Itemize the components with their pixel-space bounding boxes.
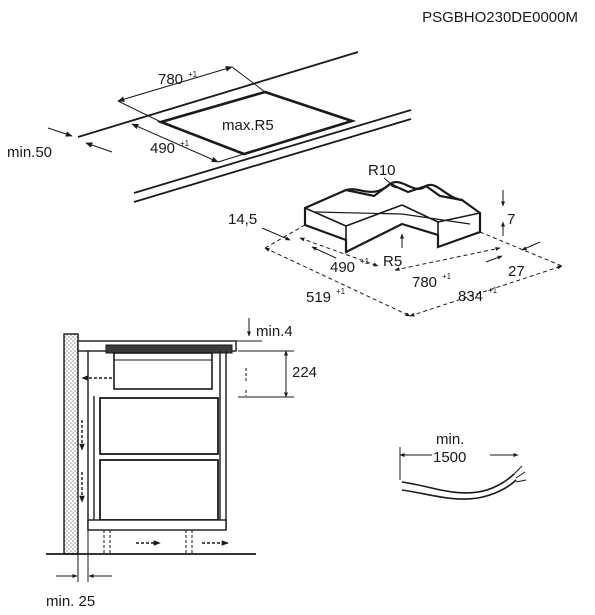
hob-body [113,352,213,390]
worktop-cutout-view: 780 +1 490 +1 max.R5 min.50 [7,51,412,203]
frame-outer-depth-tolerance: +1 [336,287,346,296]
frame-inner-depth-tolerance: +1 [360,257,370,266]
worktop-back-edge [77,51,359,138]
edge-arrow-in [47,127,73,137]
worktop-front-edge-upper [133,109,412,194]
frame-break-line [345,181,463,202]
hob-glass [105,344,233,354]
frame-rebate-view: R10 7 14,5 27 R5 490 +1 780 +1 519 +1 83… [228,162,563,317]
edge-arrow-out [85,142,113,153]
frame-rebate-width-label: 14,5 [228,211,257,228]
frame-outer-width-tolerance: +1 [488,286,498,295]
cable-label-line2: 1500 [433,449,466,466]
frame-inner-width-label: 780 [412,274,437,291]
cutout-width-dim-line [117,66,233,102]
cutout-radius-label: max.R5 [222,117,274,134]
cutout-width-label: 780 [158,71,183,88]
cabinet-base [87,519,227,531]
frame-inner-width-tolerance: +1 [442,272,452,281]
cutout-width-tolerance: +1 [188,70,198,79]
cutout-depth-label: 490 [150,140,175,157]
frame-inner-radius-label: R5 [383,253,402,270]
frame-outer-depth-label: 519 [306,289,331,306]
frame-inner-depth-label: 490 [330,259,355,276]
frame-outer-width-label: 834 [458,288,483,305]
cutout-depth-tolerance: +1 [180,139,190,148]
wall-distance-label: min. 25 [46,593,95,610]
cable-outline-bottom [401,479,517,500]
document-code: PSGBHO230DE0000M [422,9,578,26]
drawer-lower [99,459,219,521]
wall [63,333,79,555]
frame-rebate-depth-label: 7 [507,211,515,228]
cable-label-line1: min. [436,431,464,448]
top-gap-label: min.4 [256,323,293,340]
cable-length-view: min. 1500 [399,431,527,500]
height-label: 224 [292,364,317,381]
frame-outer-radius-label: R10 [368,162,396,179]
edge-distance-label: min.50 [7,144,52,161]
cabinet-section-view: min.4 224 min. 25 [46,318,317,610]
worktop-front-edge-lower [133,118,412,203]
cable-outline-top [401,473,515,494]
frame-rebate-side-label: 27 [508,263,525,280]
drawer-upper [99,397,219,455]
cutout-depth-dim-line [131,123,219,163]
